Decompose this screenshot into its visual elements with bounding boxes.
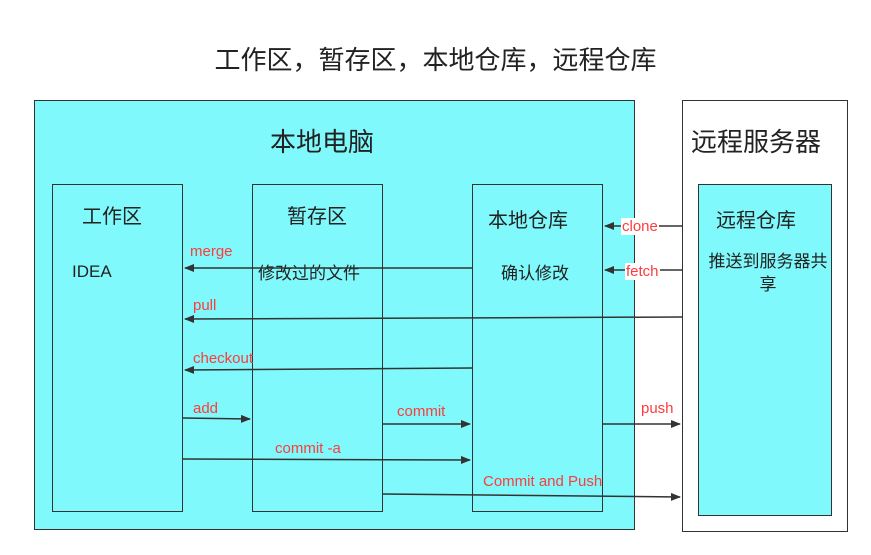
staging-label: 暂存区 (287, 204, 347, 228)
checkout-arrow (184, 365, 473, 374)
staging-box (252, 184, 383, 512)
merge-label: merge (190, 243, 233, 260)
fetch-label: fetch (625, 263, 660, 280)
add-label: add (193, 400, 219, 417)
clone-label: clone (621, 218, 659, 235)
commit-push-arrow (382, 492, 681, 501)
add-arrow (182, 414, 251, 423)
local-repo-label: 本地仓库 (488, 208, 568, 232)
workspace-content: IDEA (72, 262, 112, 281)
workspace-box (52, 184, 183, 512)
workspace-label: 工作区 (82, 204, 142, 228)
local-pc-label: 本地电脑 (270, 128, 375, 158)
commit-a-label: commit -a (275, 440, 341, 457)
local-repo-content: 确认修改 (501, 264, 569, 284)
push-label: push (641, 400, 674, 417)
checkout-label: checkout (193, 350, 254, 367)
local-repo-box (472, 184, 603, 512)
commit-a-arrow (182, 455, 471, 464)
staging-content: 修改过的文件 (258, 264, 360, 284)
commit-label: commit (397, 403, 446, 420)
remote-repo-box (698, 184, 832, 516)
remote-repo-content: 推送到服务器共享 (708, 252, 828, 295)
pull-arrow (184, 314, 683, 323)
commit-push-label: Commit and Push (483, 473, 603, 490)
remote-repo-label: 远程仓库 (716, 208, 796, 232)
remote-server-label: 远程服务器 (691, 128, 822, 158)
diagram-title: 工作区，暂存区，本地仓库，远程仓库 (214, 46, 657, 76)
pull-label: pull (193, 297, 217, 314)
